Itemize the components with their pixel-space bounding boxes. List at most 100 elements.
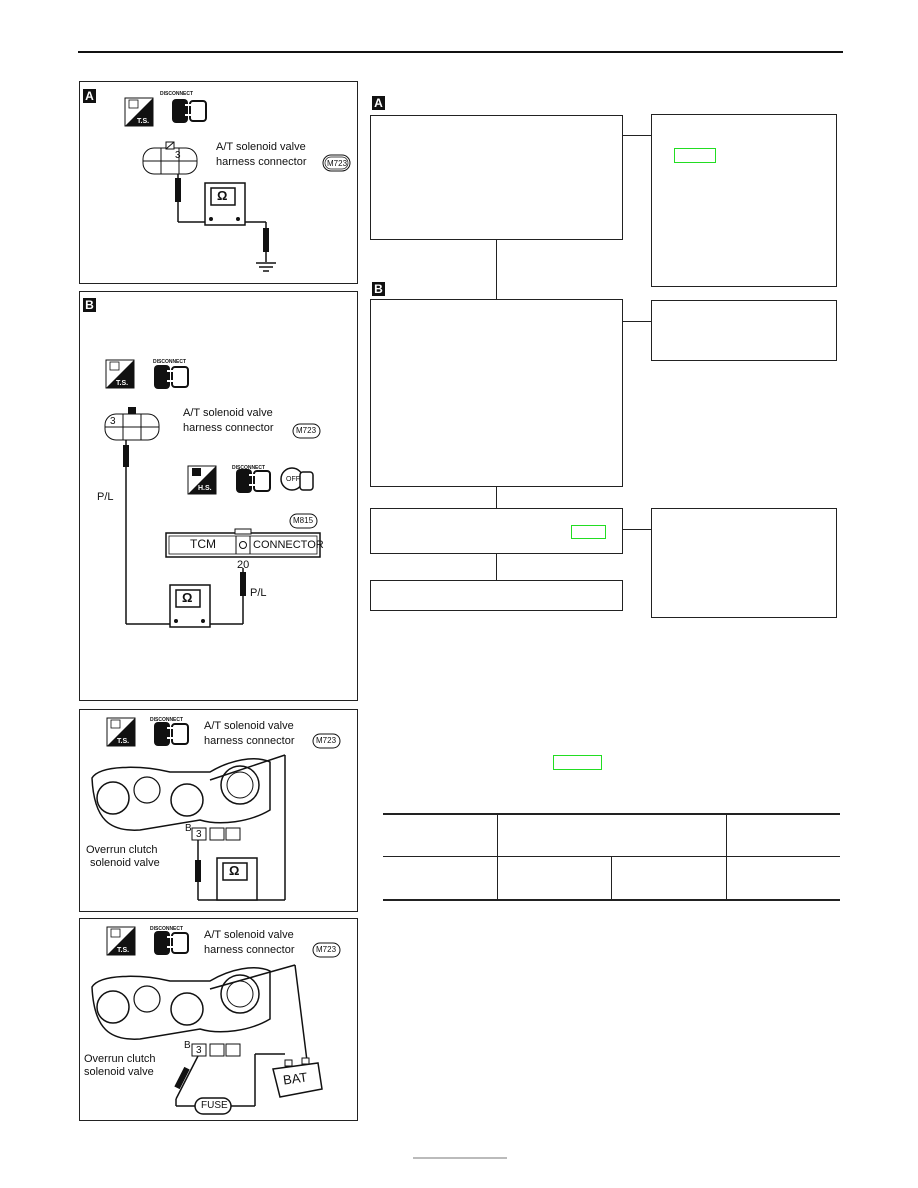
table-mid-rule [383,856,840,857]
table-col-3 [726,814,727,900]
flow-link-a-side [622,135,651,136]
connector-label-line2: harness connector [216,156,307,168]
wire-color-right: P/L [250,587,267,599]
disconnect-label: DISCONNECT [150,717,184,723]
valve-body [91,967,271,1040]
ts-label: T.S. [116,380,129,387]
flow-tag-b: B [372,282,385,296]
harness-connector-m723 [104,407,160,441]
flow-result-a [651,114,837,287]
connector-code: M723 [327,159,348,168]
table-bottom-rule [383,899,840,901]
ts-label: T.S. [117,738,130,745]
flow-result-b [651,300,837,361]
harness-connector-m723 [142,141,198,175]
flow-step-d [370,580,623,611]
tcm-connector-label: CONNECTOR [253,539,324,551]
disconnect-icon [154,722,189,746]
connector-label-line2: harness connector [204,944,295,956]
panel-c-solenoid-resistance: DISCONNECT T.S. A/T solenoid valve harne… [79,709,358,912]
ignition-key-icon [280,467,314,491]
panel-a-tag: A [83,89,96,103]
panel-a-continuity-ground: A T.S. DISCONNECT [79,81,358,284]
valve-body [91,758,271,831]
ts-icon: T.S. [124,97,154,127]
panel-b-tag: B [83,298,96,312]
connector-code: M723 [316,945,337,954]
connector-code: M723 [316,736,337,745]
ohm-symbol: Ω [217,188,228,203]
flow-link-c-d [496,553,497,580]
panel-c-diagram [91,717,341,901]
valve-label-line1: Overrun clutch [86,844,158,856]
ground-icon [256,262,276,272]
valve-label-line2: solenoid valve [90,857,160,869]
ts-icon [106,717,136,747]
ts-label: T.S. [117,947,130,954]
connector-code: M723 [296,426,317,435]
ignition-label: OFF [286,476,300,483]
table-top-rule [383,813,840,815]
footer-rule [413,1157,507,1159]
svg-text:T.S.: T.S. [137,118,149,125]
connector-label-line1: A/T solenoid valve [183,407,273,419]
battery-label: BAT [282,1069,309,1088]
ohm-symbol: Ω [182,590,193,605]
highlight-ref-2[interactable] [571,525,606,539]
tcm-connector-code: M815 [293,516,314,525]
disconnect-label: DISCONNECT [150,926,184,932]
panel-d-diagram [91,926,341,1115]
disconnect-label: DISCONNECT [153,359,187,365]
disconnect-label-2: DISCONNECT [232,465,266,471]
ohm-symbol: Ω [229,863,240,878]
ohmmeter-icon [216,857,258,901]
tcm-connector [165,528,321,558]
highlight-ref-1[interactable] [674,148,716,163]
disconnect-icon-2 [236,469,271,493]
flow-link-b-side [622,321,651,322]
connector-label-line1: A/T solenoid valve [204,929,294,941]
ts-icon [105,359,135,389]
svg-text:DISCONNECT: DISCONNECT [160,91,193,97]
ohmmeter-icon [169,584,211,628]
hs-label: H.S. [198,485,212,492]
flow-link-c-side [622,529,651,530]
panel-b-continuity-tcm: B [79,291,358,701]
tcm-terminal: 20 [237,559,250,571]
disconnect-icon [154,365,189,389]
panel-a-diagram: T.S. DISCONNECT [124,91,351,272]
connector-label-line1: A/T solenoid valve [216,141,306,153]
terminal-label: 3 [196,829,202,840]
flow-link-b-c [496,486,497,508]
tcm-label: TCM [190,537,216,551]
table-col-1 [497,814,498,900]
disconnect-icon [154,931,189,955]
connector-label-line1: A/T solenoid valve [204,720,294,732]
wire-color: B [185,823,192,834]
disconnect-icon: DISCONNECT [160,91,207,123]
connector-label-line2: harness connector [204,735,295,747]
terminal-label: 3 [196,1045,202,1056]
ts-icon [106,926,136,956]
valve-label-line2: solenoid valve [84,1066,154,1078]
flow-link-a-b [496,239,497,299]
hs-icon [187,465,217,495]
ohmmeter-icon [204,182,246,226]
header-rule [78,51,843,53]
wire-color-left: P/L [97,491,114,503]
wire-color: B [184,1040,191,1051]
flow-result-c [651,508,837,618]
flow-tag-a: A [372,96,385,110]
panel-d-solenoid-operation: DISCONNECT T.S. A/T solenoid valve harne… [79,918,358,1121]
connector-label-line2: harness connector [183,422,274,434]
flow-step-b [370,299,623,487]
table-col-2 [611,857,612,900]
valve-label-line1: Overrun clutch [84,1053,156,1065]
flow-step-a [370,115,623,240]
panel-b-diagram [104,359,321,628]
terminal-label: 3 [175,150,181,161]
battery-icon [272,1057,323,1098]
highlight-ref-3[interactable] [553,755,602,770]
terminal-label: 3 [110,416,116,427]
fuse-label: FUSE [201,1100,228,1111]
